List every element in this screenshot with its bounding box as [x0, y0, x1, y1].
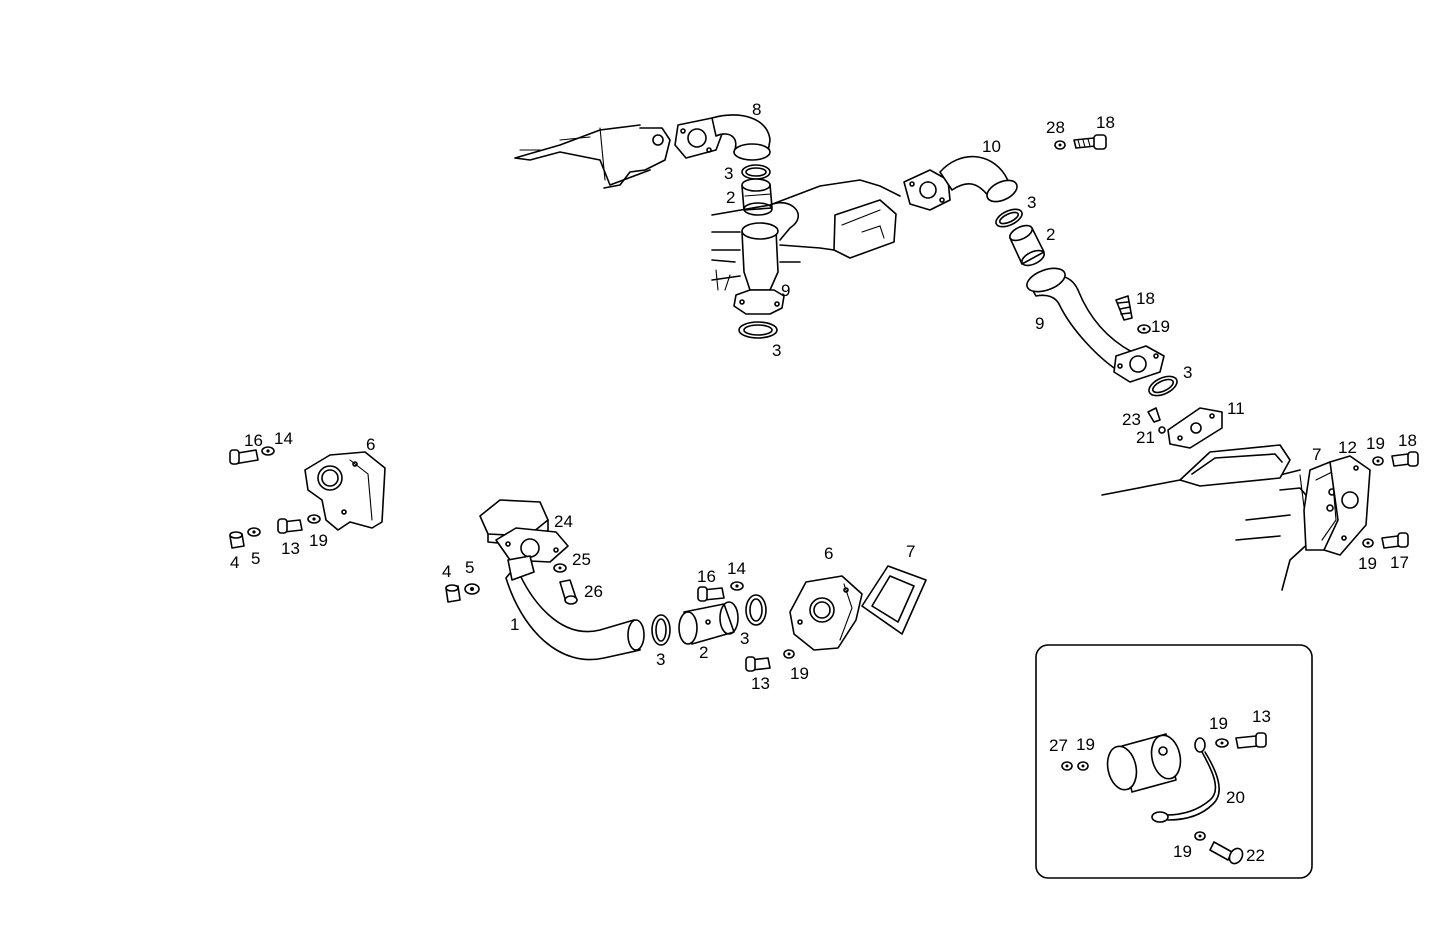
callout-14: 14: [727, 559, 746, 578]
callout-7: 7: [1312, 445, 1321, 464]
callout-2: 2: [726, 188, 735, 207]
engine-outline-top-left: [514, 124, 671, 189]
washer-19-mid-right: [1137, 324, 1151, 334]
filter-canister-inset: [1106, 733, 1182, 793]
callout-25: 25: [572, 550, 591, 569]
cover-plate-11: [1167, 407, 1223, 449]
callout-3: 3: [724, 164, 733, 183]
stud-25-26: [553, 563, 578, 605]
screw-washer-13-19-center: [745, 649, 795, 672]
callout-26: 26: [584, 582, 603, 601]
callout-20: 20: [1226, 788, 1245, 807]
callout-28: 28: [1046, 118, 1065, 137]
gasket-7-center: [861, 565, 927, 635]
callout-22: 22: [1246, 846, 1265, 865]
screw-18-mid-right: [1115, 295, 1133, 321]
callout-14: 14: [274, 429, 293, 448]
screw-washer-13-19-left: [277, 514, 321, 534]
callout-27: 27: [1049, 736, 1068, 755]
screw-28-18-top: [1054, 134, 1107, 150]
bracket-6-left: [304, 451, 386, 531]
callout-5: 5: [465, 558, 474, 577]
inset-detail-box: [1035, 644, 1313, 879]
screw-washer-16-14-left: [229, 446, 275, 465]
callout-17: 17: [1390, 553, 1409, 572]
screw-washer-4-5-center: [445, 583, 480, 603]
washer-screw-19-13-inset: [1215, 732, 1267, 749]
callout-12: 12: [1338, 438, 1357, 457]
callout-18: 18: [1398, 431, 1417, 450]
elbow-pipe-8: [674, 114, 771, 161]
callout-24: 24: [554, 512, 573, 531]
callout-8: 8: [752, 100, 761, 119]
callout-19: 19: [1366, 434, 1385, 453]
sleeve-coupling-2-right: [1009, 224, 1045, 267]
callout-23: 23: [1122, 410, 1141, 429]
callout-18: 18: [1136, 289, 1155, 308]
callout-1: 1: [510, 615, 519, 634]
screw-23: [1147, 407, 1161, 423]
callout-19: 19: [790, 664, 809, 683]
callout-9: 9: [1035, 314, 1044, 333]
callout-labels: 8 3 2 9 3 10 28 18 3 2 18 19 9 3 11 23 2…: [230, 100, 1417, 865]
callout-13: 13: [281, 539, 300, 558]
lower-pipe-9: [733, 222, 785, 315]
washer-21: [1158, 426, 1166, 434]
sleeve-coupling-2-bottom: [678, 601, 739, 645]
washer-screw-19-17-right: [1362, 532, 1409, 549]
callout-18: 18: [1096, 113, 1115, 132]
screw-washer-4-5-left: [229, 527, 261, 549]
engine-block-outline-mid: [711, 179, 901, 291]
washer-screw-19-22-inset: [1194, 831, 1244, 865]
lower-pipe-9-right: [1026, 267, 1165, 383]
ground-cable-20: [1151, 737, 1220, 823]
ring-seal-3: [741, 164, 771, 180]
callout-3: 3: [656, 650, 665, 669]
callout-5: 5: [251, 549, 260, 568]
ring-seal-3-bottom-right: [745, 594, 767, 626]
bracket-6-center: [789, 575, 863, 651]
callout-3: 3: [1027, 193, 1036, 212]
elbow-pipe-10: [903, 155, 1018, 211]
elbow-pipe-1: [495, 527, 645, 661]
callout-16: 16: [244, 431, 263, 450]
callout-13: 13: [1252, 707, 1271, 726]
callout-4: 4: [442, 562, 451, 581]
callout-19: 19: [1358, 554, 1377, 573]
callout-9: 9: [781, 281, 790, 300]
callout-3: 3: [740, 629, 749, 648]
ring-seal-3-bottom-left: [651, 614, 671, 646]
callout-6: 6: [366, 435, 375, 454]
callout-19: 19: [1209, 714, 1228, 733]
callout-13: 13: [751, 674, 770, 693]
flange-block-24: [479, 499, 549, 547]
callout-11: 11: [1227, 399, 1245, 418]
callout-7: 7: [906, 542, 915, 561]
callout-4: 4: [230, 553, 239, 572]
callout-19: 19: [1151, 317, 1170, 336]
ring-seal-3-right: [995, 208, 1023, 228]
screw-washer-16-14-center: [697, 581, 744, 602]
callout-2: 2: [699, 643, 708, 662]
callout-10: 10: [982, 137, 1001, 156]
exhaust-manifold-right: [1101, 444, 1313, 591]
gasket-3-right-lower: [1148, 375, 1178, 397]
callout-19: 19: [309, 531, 328, 550]
callout-6: 6: [824, 544, 833, 563]
callout-3: 3: [772, 341, 781, 360]
gasket-3-lower: [738, 321, 778, 339]
washer-screw-19-18-right: [1372, 451, 1419, 467]
callout-16: 16: [697, 567, 716, 586]
callout-19: 19: [1173, 842, 1192, 861]
callout-21: 21: [1136, 428, 1155, 447]
flange-12: [1323, 455, 1371, 556]
callout-2: 2: [1046, 225, 1055, 244]
callout-19: 19: [1076, 735, 1095, 754]
washer-27-19-inset: [1061, 761, 1089, 771]
callout-3: 3: [1183, 363, 1192, 382]
